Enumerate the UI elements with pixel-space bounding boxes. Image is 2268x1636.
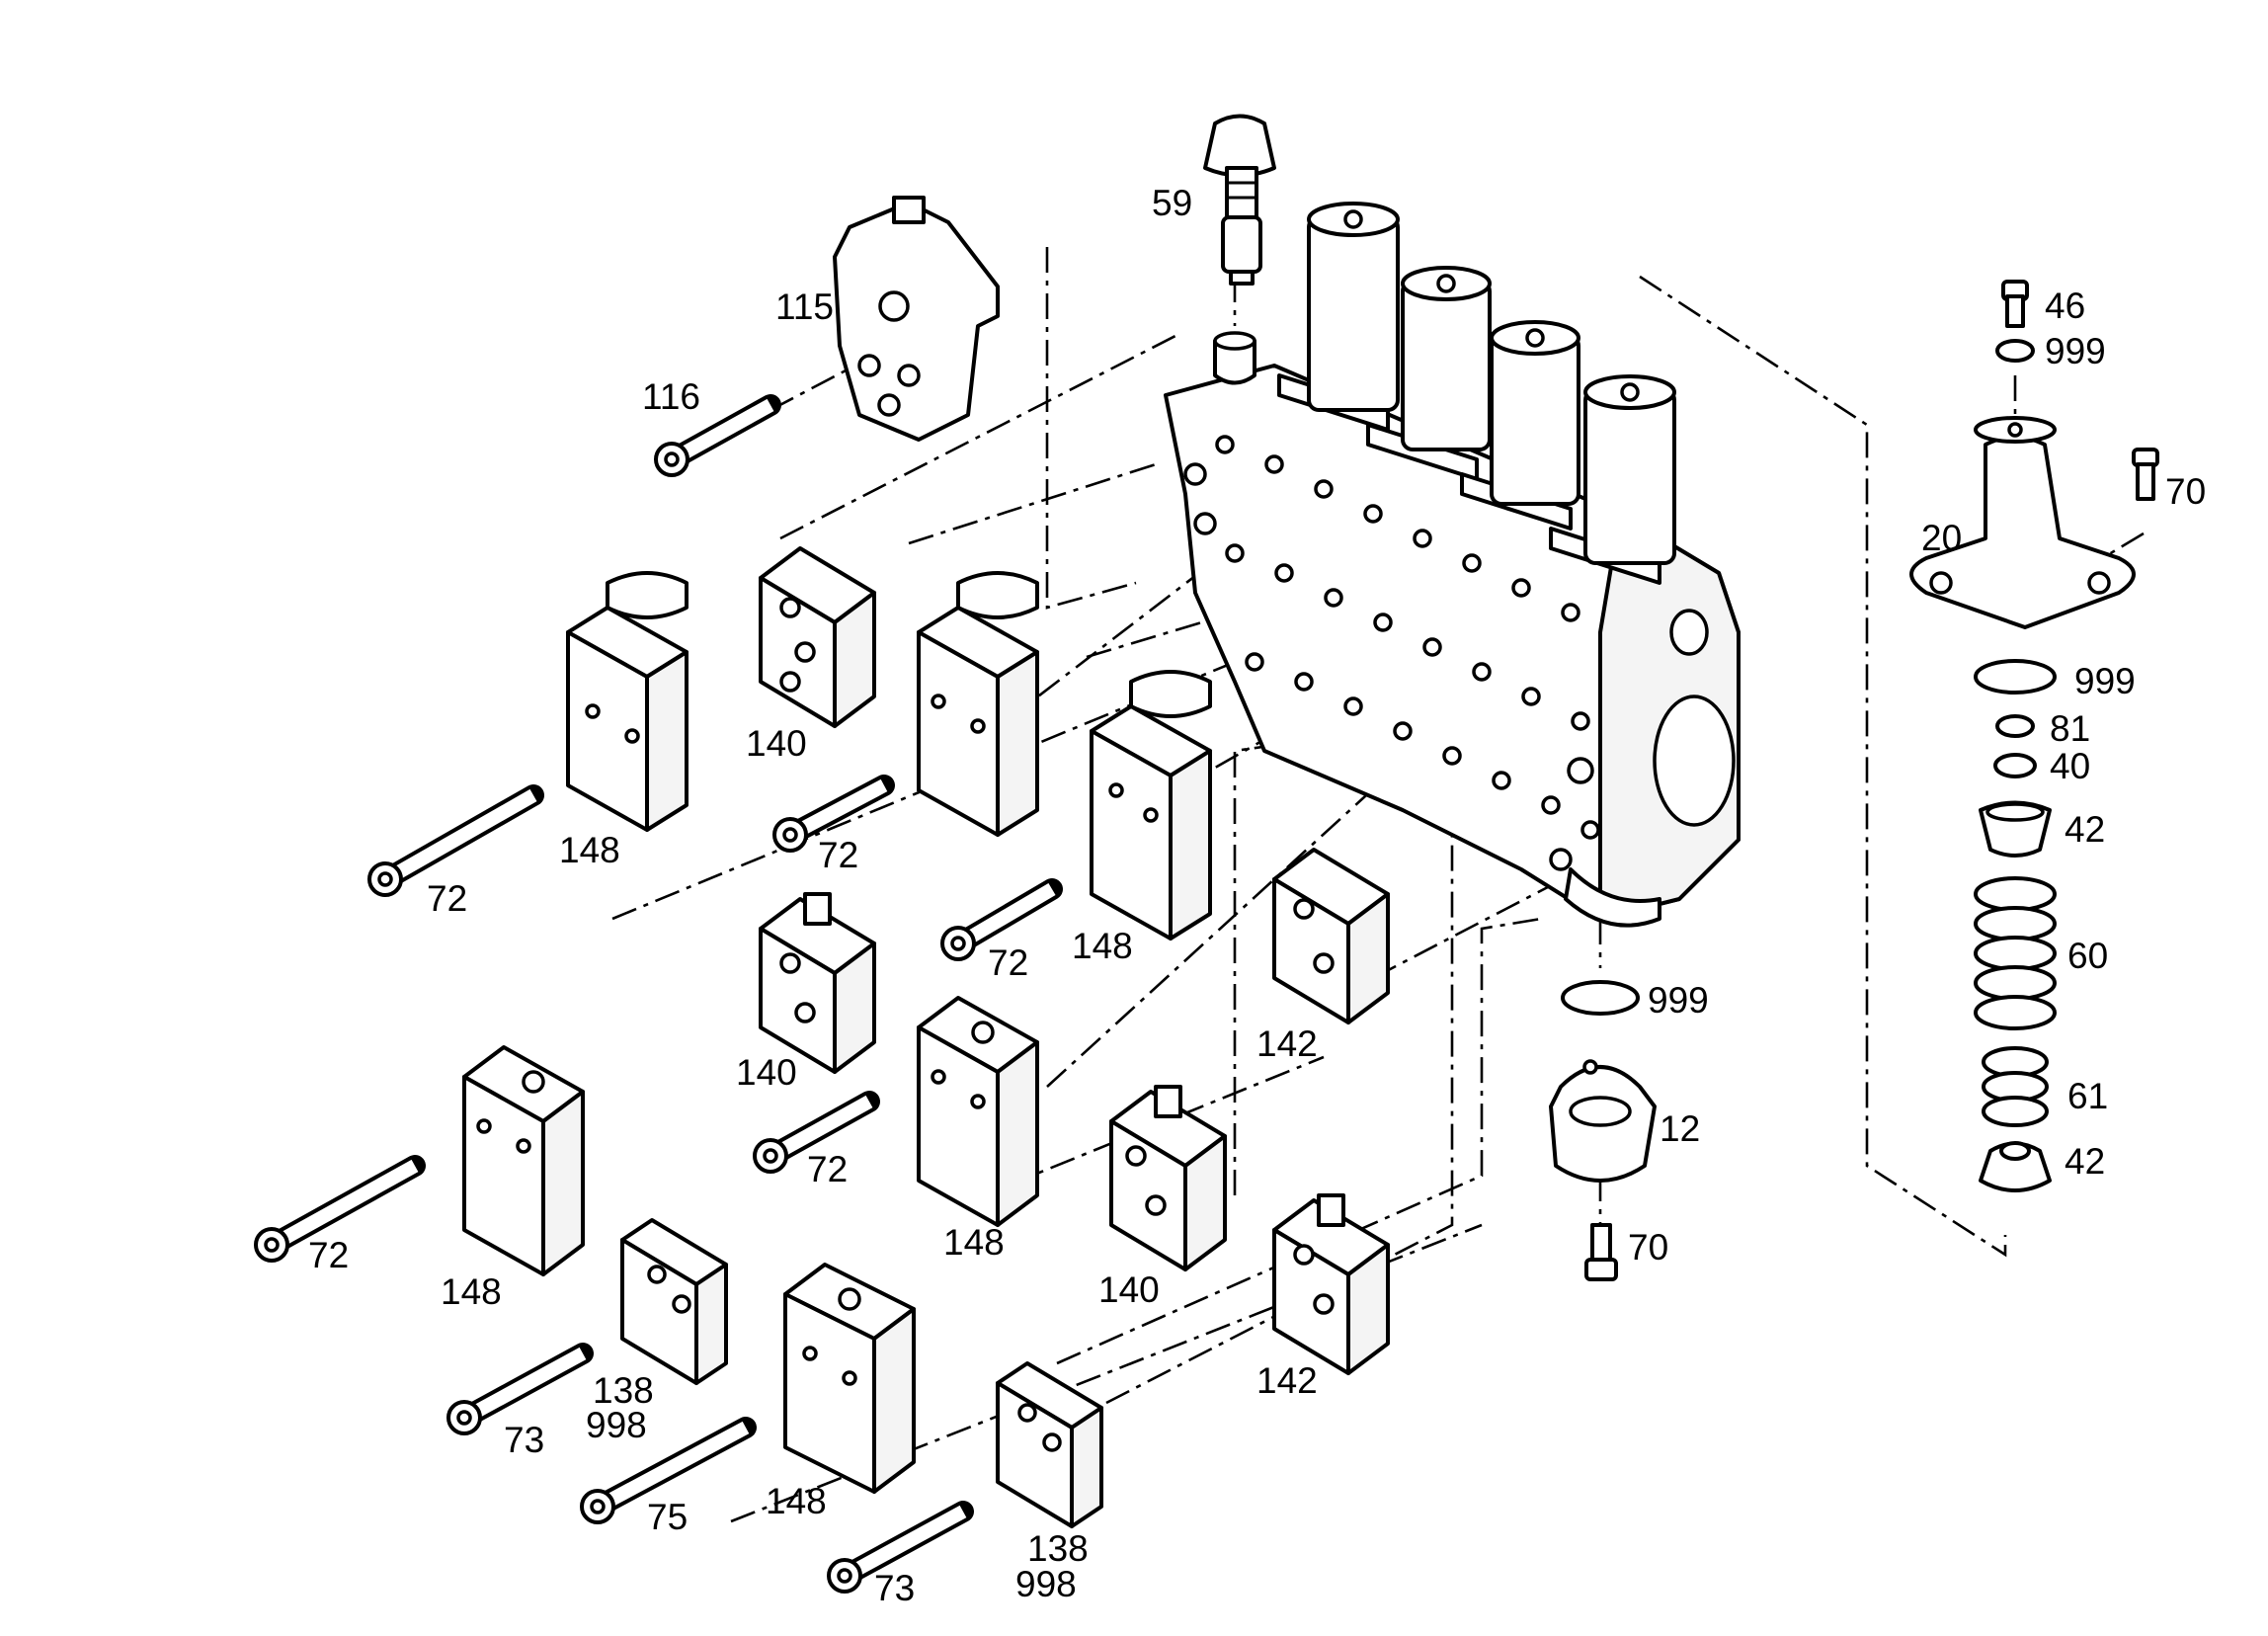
label-142-a: 142 <box>1256 1023 1318 1064</box>
label-115: 115 <box>775 286 834 327</box>
spring-stack <box>1909 339 2136 1192</box>
solenoid-cans <box>1277 202 1676 585</box>
block-142-lower <box>1272 1193 1390 1375</box>
label-72-a: 72 <box>818 835 858 875</box>
label-148-d: 148 <box>441 1271 502 1312</box>
label-140-b: 140 <box>736 1052 797 1093</box>
callout-labels: 59 115 116 140 148 72 72 148 72 140 142 … <box>308 183 2206 1608</box>
label-999-b: 999 <box>2045 331 2106 371</box>
bolt-46 <box>2001 280 2029 328</box>
label-148-e: 148 <box>766 1481 827 1521</box>
spring-seat-42-top <box>1979 800 2052 858</box>
label-81: 81 <box>2050 708 2090 749</box>
label-148-a: 148 <box>559 830 620 870</box>
valve-cartridge-59 <box>1203 114 1276 286</box>
spring-60 <box>1974 876 2057 1030</box>
label-138-a: 138 <box>593 1370 654 1411</box>
solenoid-4 <box>1549 374 1676 585</box>
label-59: 59 <box>1152 183 1192 223</box>
bolt-73-b <box>827 1501 974 1594</box>
block-148-upper-left <box>566 571 688 832</box>
block-148-left <box>462 1045 585 1276</box>
label-61: 61 <box>2067 1076 2108 1116</box>
bolt-72-b <box>772 775 895 853</box>
label-70-a: 70 <box>1628 1227 1668 1268</box>
block-148-upper-mid <box>917 571 1039 837</box>
washer-999-top <box>1995 339 2035 363</box>
o-ring-999 <box>1974 659 2057 695</box>
label-72-e: 72 <box>308 1235 349 1275</box>
solenoid-2 <box>1366 266 1492 481</box>
label-73-a: 73 <box>504 1420 544 1460</box>
block-142-upper <box>1272 848 1390 1024</box>
o-ring-999-lower <box>1561 980 1640 1016</box>
solenoid-3 <box>1460 320 1580 531</box>
bolt-70-lower <box>1584 1223 1618 1281</box>
flange-12 <box>1549 1059 1657 1183</box>
label-998-b: 998 <box>1015 1564 1077 1604</box>
label-72-b: 72 <box>427 878 467 919</box>
label-75: 75 <box>647 1497 688 1537</box>
bolt-72-a <box>367 784 544 897</box>
label-42-b: 42 <box>2065 1141 2105 1182</box>
housing-port-holes <box>1183 435 1600 871</box>
bolt-75 <box>580 1417 757 1524</box>
cover-20 <box>1909 416 2136 629</box>
circlip-81 <box>1995 714 2035 738</box>
bolt-116 <box>654 394 781 477</box>
spring-seat-42-bottom <box>1979 1141 2052 1192</box>
label-142-b: 142 <box>1256 1360 1318 1401</box>
label-40: 40 <box>2050 746 2090 786</box>
block-148-bottom <box>783 1263 916 1494</box>
bolt-73-a <box>446 1343 594 1435</box>
label-12: 12 <box>1660 1108 1700 1149</box>
label-138-b: 138 <box>1027 1528 1089 1569</box>
label-148-c: 148 <box>943 1222 1005 1263</box>
block-138-bottom <box>996 1361 1103 1528</box>
block-148-mid-low <box>917 996 1039 1227</box>
label-60: 60 <box>2067 936 2108 976</box>
solenoid-1 <box>1277 202 1400 432</box>
label-42-a: 42 <box>2065 809 2105 850</box>
label-116: 116 <box>642 376 700 417</box>
block-140-mid <box>759 892 876 1074</box>
block-138-left <box>620 1218 728 1385</box>
label-20: 20 <box>1921 518 1962 558</box>
label-999-c: 999 <box>2074 661 2136 701</box>
block-148-center <box>1090 670 1212 941</box>
label-140-c: 140 <box>1098 1269 1160 1310</box>
label-999-a: 999 <box>1648 980 1709 1021</box>
label-72-d: 72 <box>807 1149 848 1189</box>
bolt-72-d <box>254 1155 426 1263</box>
bolt-70-upper <box>2132 448 2159 501</box>
pilot-valve-115 <box>833 196 1000 442</box>
label-46: 46 <box>2045 286 2085 326</box>
label-148-b: 148 <box>1072 926 1133 966</box>
label-998-a: 998 <box>586 1405 647 1445</box>
bolt-72-c <box>940 878 1063 961</box>
block-140-top <box>759 546 876 728</box>
label-72-c: 72 <box>988 942 1028 983</box>
label-70-b: 70 <box>2165 471 2206 512</box>
bolts <box>254 280 2159 1594</box>
flange-group <box>1549 980 1657 1183</box>
bolt-72-e <box>753 1091 880 1174</box>
spring-61 <box>1982 1046 2049 1127</box>
label-73-b: 73 <box>874 1568 915 1608</box>
spacer-blocks <box>462 546 1390 1528</box>
washer-40 <box>1993 753 2037 778</box>
label-140-a: 140 <box>746 723 807 764</box>
block-140-low <box>1109 1085 1227 1271</box>
